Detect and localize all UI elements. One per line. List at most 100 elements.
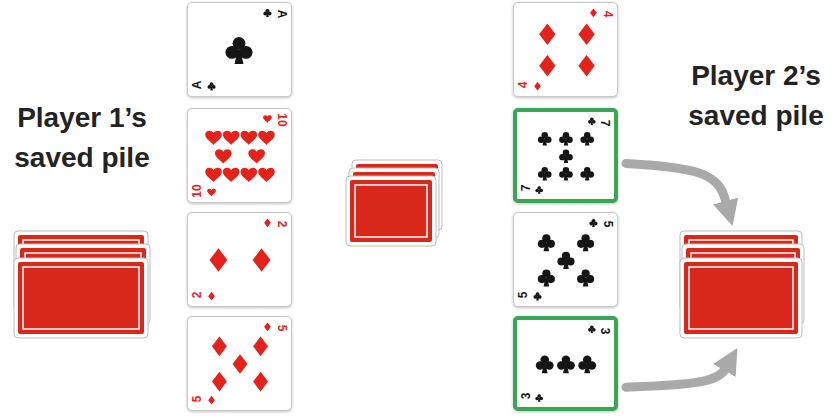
playing-card: 1010 [187, 108, 292, 203]
diamond-shape [578, 24, 594, 46]
heart-shape [240, 168, 257, 182]
heart-shape [205, 131, 222, 145]
card-rank: 7 [519, 179, 533, 197]
suit-pip [248, 149, 265, 163]
card-rank: 3 [598, 322, 612, 340]
suit-pip [559, 132, 573, 145]
suit-pip [538, 234, 555, 251]
suit-pip [258, 168, 275, 182]
heart-shape [205, 168, 222, 182]
diamond-shape [578, 55, 594, 77]
diamond-shape [590, 8, 597, 17]
card-edge [14, 258, 148, 338]
saved-pile: Player 1’s saved pile [4, 88, 160, 344]
suit-pip [212, 337, 227, 357]
suit-pip [264, 218, 271, 227]
diamond-shape [233, 354, 248, 374]
suit-pip [559, 167, 573, 180]
diamond-shape [264, 218, 271, 227]
suit-pip [240, 131, 257, 145]
suit-pip [578, 24, 594, 46]
card-rank: 2 [190, 286, 204, 304]
suit-pip [538, 269, 555, 286]
suit-pip [233, 354, 248, 374]
club-stem [592, 223, 595, 227]
club-stem [235, 50, 244, 64]
suit-pip [590, 8, 597, 17]
pile-heading: Player 1’s saved pile [4, 98, 160, 178]
club-stem [544, 242, 550, 251]
suit-pip [208, 396, 215, 405]
suit-pip [538, 167, 552, 180]
card-edge [680, 258, 802, 338]
suit-pip [253, 337, 268, 357]
suit-pip [208, 292, 215, 301]
card-rank: 3 [519, 387, 533, 405]
club-stem [564, 173, 568, 180]
card-back [14, 258, 148, 338]
card-rank: 5 [190, 390, 204, 408]
playing-card: 55 [513, 212, 618, 307]
suit-pip [538, 132, 552, 145]
heart-shape [258, 131, 275, 145]
club-stem [542, 173, 546, 180]
playing-card: 55 [187, 316, 292, 411]
card-back-fill [18, 262, 144, 334]
suit-pip [557, 252, 574, 269]
playing-card: 44 [513, 2, 618, 97]
suit-pip [240, 168, 257, 182]
diamond-shape [209, 248, 227, 271]
club-stem [210, 86, 213, 90]
club-stem [583, 278, 589, 287]
suit-pip [535, 394, 543, 402]
club-stem [564, 139, 568, 146]
playing-card: 22 [187, 212, 292, 307]
diamond-shape [253, 372, 268, 392]
club-stem [563, 364, 569, 373]
club-stem [538, 190, 540, 194]
suit-pip [578, 55, 594, 77]
suit-pip [539, 24, 555, 46]
suit-pip [253, 248, 271, 271]
suit-pip [534, 82, 541, 91]
club-stem [542, 139, 546, 146]
club-stem [583, 242, 589, 251]
card-back-line [23, 267, 139, 329]
suit-pip [577, 234, 594, 251]
card-rank: 5 [275, 319, 289, 337]
club-stem [544, 278, 550, 287]
card-edge [346, 176, 436, 246]
playing-card: 33 [513, 316, 618, 411]
diamond-shape [253, 337, 268, 357]
suit-pip [225, 37, 252, 64]
suit-pip [215, 149, 232, 163]
diamond-shape [539, 24, 555, 46]
diamond-shape [264, 322, 271, 331]
suit-pip [258, 131, 275, 145]
card-rank: 5 [601, 215, 615, 233]
suit-pip [578, 355, 596, 373]
suit-pip [580, 167, 594, 180]
heart-shape [215, 149, 232, 163]
card-rank: A [275, 5, 289, 23]
card-back-line [355, 185, 427, 237]
diamond-shape [534, 82, 541, 91]
card-rank: 4 [601, 5, 615, 23]
card-rank: A [190, 76, 204, 94]
suit-pip [223, 168, 240, 182]
suit-pip [589, 219, 597, 227]
diamond-shape [253, 248, 271, 271]
club-stem [591, 121, 593, 125]
suit-pip [209, 248, 227, 271]
move-arrow [626, 366, 727, 387]
heart-shape [207, 189, 216, 197]
card-back-line [689, 267, 793, 329]
suit-pip [205, 131, 222, 145]
club-stem [538, 398, 540, 402]
diamond-shape [208, 292, 215, 301]
suit-pip [580, 132, 594, 145]
suit-pip [223, 131, 240, 145]
club-stem [564, 156, 568, 163]
card-back [680, 258, 802, 338]
